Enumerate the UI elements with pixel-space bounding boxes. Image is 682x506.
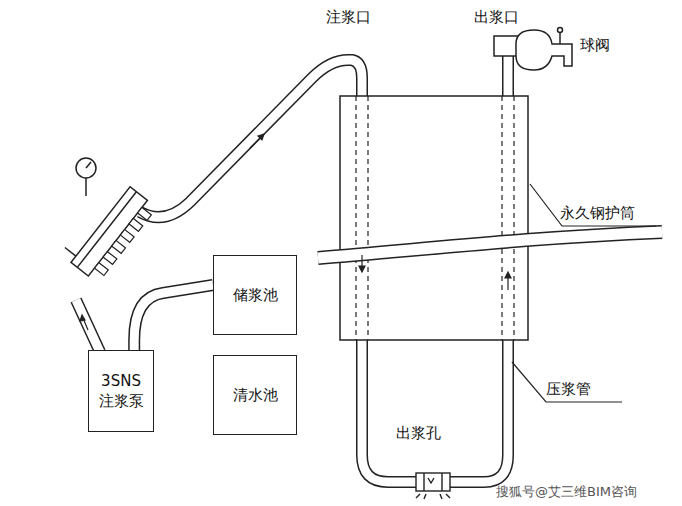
tank-box: 储浆池 [213, 255, 297, 335]
watermark: 搜狐号@艾三维BIM咨询 [496, 484, 637, 500]
box-text: 储浆池 [233, 285, 278, 305]
part-label: 永久钢护筒 [560, 204, 635, 222]
ground-band [318, 232, 662, 258]
box-text: 3SNS 注浆泵 [93, 371, 149, 412]
leader-lines [512, 184, 656, 402]
part-label: 压浆管 [546, 380, 591, 398]
pipe-connector [134, 285, 213, 350]
outlet-fitting [416, 473, 450, 499]
pump-box: 3SNS 注浆泵 [88, 350, 154, 432]
port-label: 注浆口 [326, 8, 371, 26]
box-text: 清水池 [233, 385, 278, 405]
pipe-outline [134, 285, 213, 350]
part-label: 球阀 [580, 36, 610, 54]
manifold [60, 158, 157, 283]
ball-valve [494, 28, 572, 71]
part-label: 出浆孔 [396, 424, 441, 442]
pipe-inner [134, 285, 213, 350]
steel-casing [340, 96, 528, 340]
port-label: 出浆口 [474, 8, 519, 26]
tank-box: 清水池 [213, 355, 297, 435]
